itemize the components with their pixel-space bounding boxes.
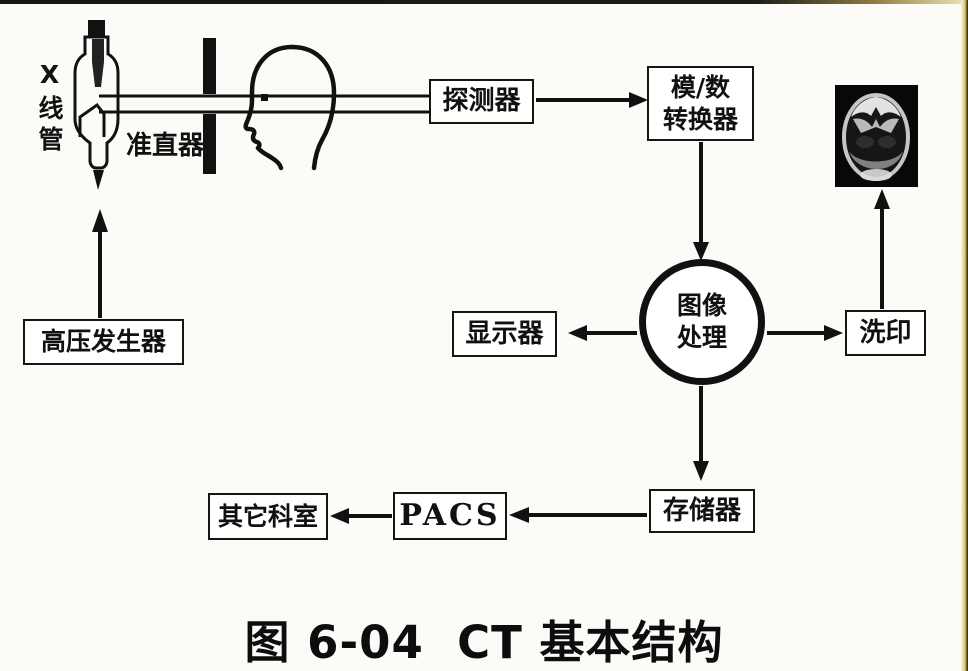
node-display-label: 显示器 [465, 318, 544, 349]
node-image-processing: 图像 处理 [639, 259, 765, 385]
eye-mark [261, 94, 268, 101]
node-image-processing-line1: 图像 [676, 290, 727, 320]
node-detector: 探测器 [429, 79, 534, 124]
collimator-label: 准直器 [126, 131, 205, 161]
node-ad-converter: 模/数 转换器 [647, 66, 754, 141]
xray-tube-label: X线管 [35, 60, 64, 157]
top-edge-border [0, 0, 968, 4]
xray-tube-anode [78, 102, 106, 137]
node-hv-generator-label: 高压发生器 [40, 327, 166, 357]
brain-ct-image [835, 85, 918, 187]
node-other-departments-label: 其它科室 [217, 501, 318, 531]
node-print: 洗印 [845, 310, 926, 356]
figure-caption: 图 6-04 CT 基本结构 [244, 616, 724, 669]
node-hv-generator: 高压发生器 [23, 319, 184, 365]
xray-tube-drawing [73, 20, 120, 190]
flow-arrows [98, 98, 884, 518]
node-other-departments: 其它科室 [208, 493, 328, 540]
xray-tube-cap [88, 20, 105, 37]
node-ad-converter-line2: 转换器 [662, 104, 738, 134]
xray-tube-body [73, 35, 120, 170]
node-storage-label: 存储器 [662, 495, 741, 526]
node-detector-label: 探测器 [442, 86, 521, 117]
node-image-processing-line2: 处理 [676, 323, 727, 352]
arrowheads [92, 92, 890, 524]
collimator-plate [203, 38, 216, 174]
patient-head-drawing [243, 44, 337, 171]
node-pacs: PACS [393, 492, 507, 540]
node-pacs-label: PACS [399, 498, 501, 534]
node-display: 显示器 [452, 311, 557, 357]
xray-tube-cathode [92, 39, 104, 87]
node-storage: 存储器 [649, 489, 755, 533]
node-print-label: 洗印 [859, 317, 912, 348]
right-edge-border [961, 0, 968, 671]
node-ad-converter-line1: 模/数 [670, 73, 731, 103]
xray-tube-tip [93, 170, 104, 190]
